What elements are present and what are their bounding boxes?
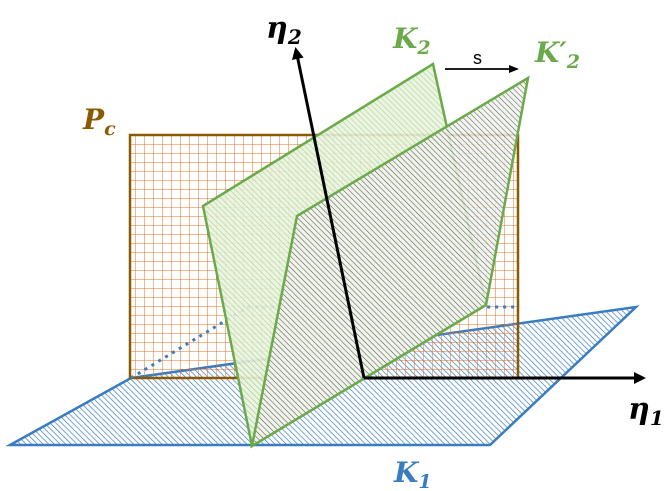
label-k2: K2 bbox=[392, 22, 431, 59]
plane-k2-prime bbox=[250, 75, 530, 449]
label-k2-prime: K′2 bbox=[534, 36, 580, 73]
axis-eta2 bbox=[291, 47, 366, 379]
label-eta1: η1 bbox=[628, 392, 664, 430]
label-pc: Pc bbox=[82, 103, 116, 140]
label-eta2: η2 bbox=[266, 11, 302, 49]
label-k1: K1 bbox=[393, 456, 432, 491]
label-shift: s bbox=[473, 48, 482, 68]
